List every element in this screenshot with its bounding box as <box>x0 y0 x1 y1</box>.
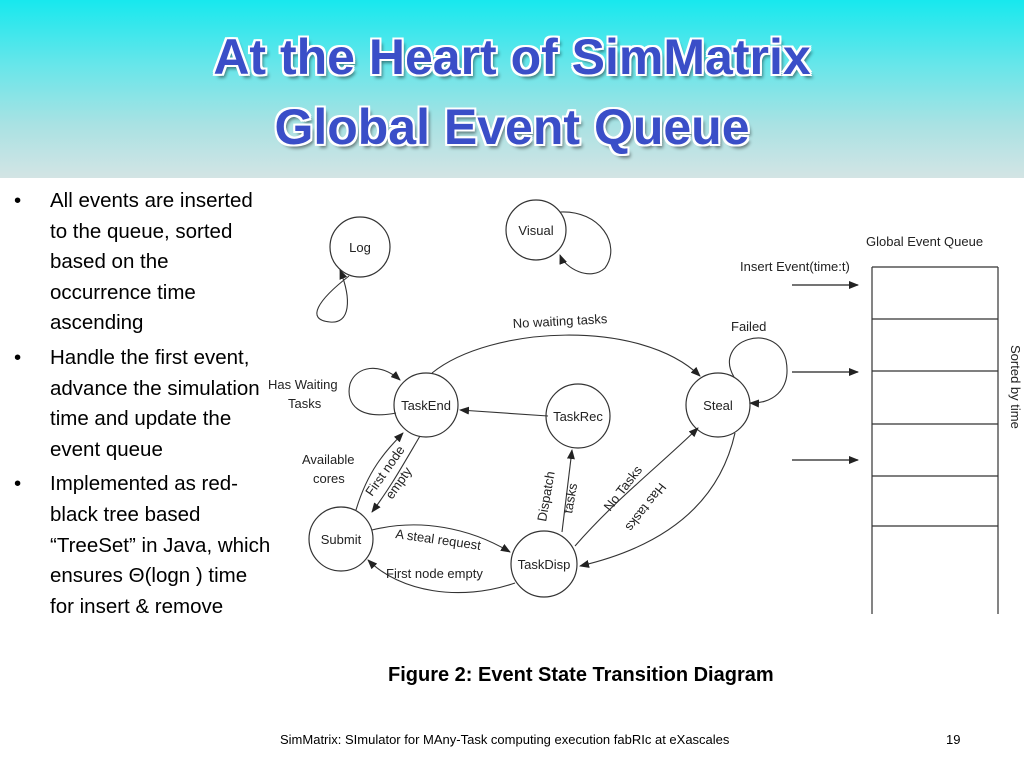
label-steal-request: A steal request <box>395 526 483 553</box>
queue-sorted-label: Sorted by time <box>1008 345 1023 429</box>
edge-visual-self <box>559 211 612 275</box>
edge-no-waiting-tasks <box>431 334 701 377</box>
node-submit <box>308 506 374 572</box>
node-taskend <box>393 372 459 438</box>
node-taskdisp-label: TaskDisp <box>518 557 571 572</box>
bullet-dot: • <box>14 472 22 496</box>
node-taskdisp <box>510 530 578 598</box>
node-log <box>329 216 391 278</box>
bullet-dot: • <box>14 345 22 369</box>
node-steal-label: Steal <box>703 398 733 413</box>
node-taskrec-label: TaskRec <box>553 409 603 424</box>
bullet-item: • All events are inserted to the queue, s… <box>10 186 272 339</box>
queue-title: Global Event Queue <box>866 234 983 249</box>
node-visual-label: Visual <box>518 223 553 238</box>
label-dispatch-2: tasks <box>560 482 580 515</box>
label-no-waiting-tasks: No waiting tasks <box>512 311 608 331</box>
slide-title-line2: Global Event Queue <box>274 99 750 155</box>
label-available-1: Available <box>302 452 355 467</box>
bullet-text: Implemented as red-black tree based “Tre… <box>50 472 271 618</box>
label-has-waiting-1: Has Waiting <box>268 377 338 392</box>
page-number: 19 <box>946 732 961 747</box>
footer-text: SimMatrix: SImulator for MAny-Task compu… <box>280 732 730 747</box>
bullet-item: • Handle the first event, advance the sim… <box>10 343 272 465</box>
slide-title-line1: At the Heart of SimMatrix <box>213 29 811 85</box>
label-available-2: cores <box>313 471 345 486</box>
bullet-text: All events are inserted to the queue, so… <box>50 189 253 335</box>
node-submit-label: Submit <box>321 532 362 547</box>
bullet-text: Handle the first event, advance the simu… <box>50 345 260 461</box>
edge-taskend-self <box>348 367 401 416</box>
edge-taskrec-to-taskend <box>459 406 549 417</box>
title-banner <box>0 0 1024 178</box>
edge-log-self <box>316 269 350 323</box>
node-taskend-label: TaskEnd <box>401 398 451 413</box>
edge-no-tasks <box>574 427 699 547</box>
edge-first-node-empty-1 <box>371 435 421 513</box>
edge-available-cores <box>355 432 404 511</box>
label-failed: Failed <box>731 319 766 334</box>
figure-caption: Figure 2: Event State Transition Diagram <box>388 664 774 686</box>
bullet-list: • All events are inserted to the queue, s… <box>10 186 272 626</box>
edge-first-node-empty-2 <box>367 559 516 594</box>
label-dispatch-1: Dispatch <box>534 470 558 522</box>
label-has-waiting-2: Tasks <box>288 396 322 411</box>
node-log-label: Log <box>349 240 371 255</box>
edge-dispatch-tasks <box>561 449 575 533</box>
edge-has-tasks <box>579 432 736 568</box>
label-first-node-empty: First node empty <box>386 566 483 581</box>
edge-steal-request <box>371 524 511 553</box>
queue-insert-label: Insert Event(time:t) <box>740 259 850 274</box>
edge-steal-failed <box>728 337 788 408</box>
node-visual <box>505 199 567 261</box>
bullet-item: • Implemented as red-black tree based “Tr… <box>10 469 272 622</box>
bullet-dot: • <box>14 189 22 212</box>
